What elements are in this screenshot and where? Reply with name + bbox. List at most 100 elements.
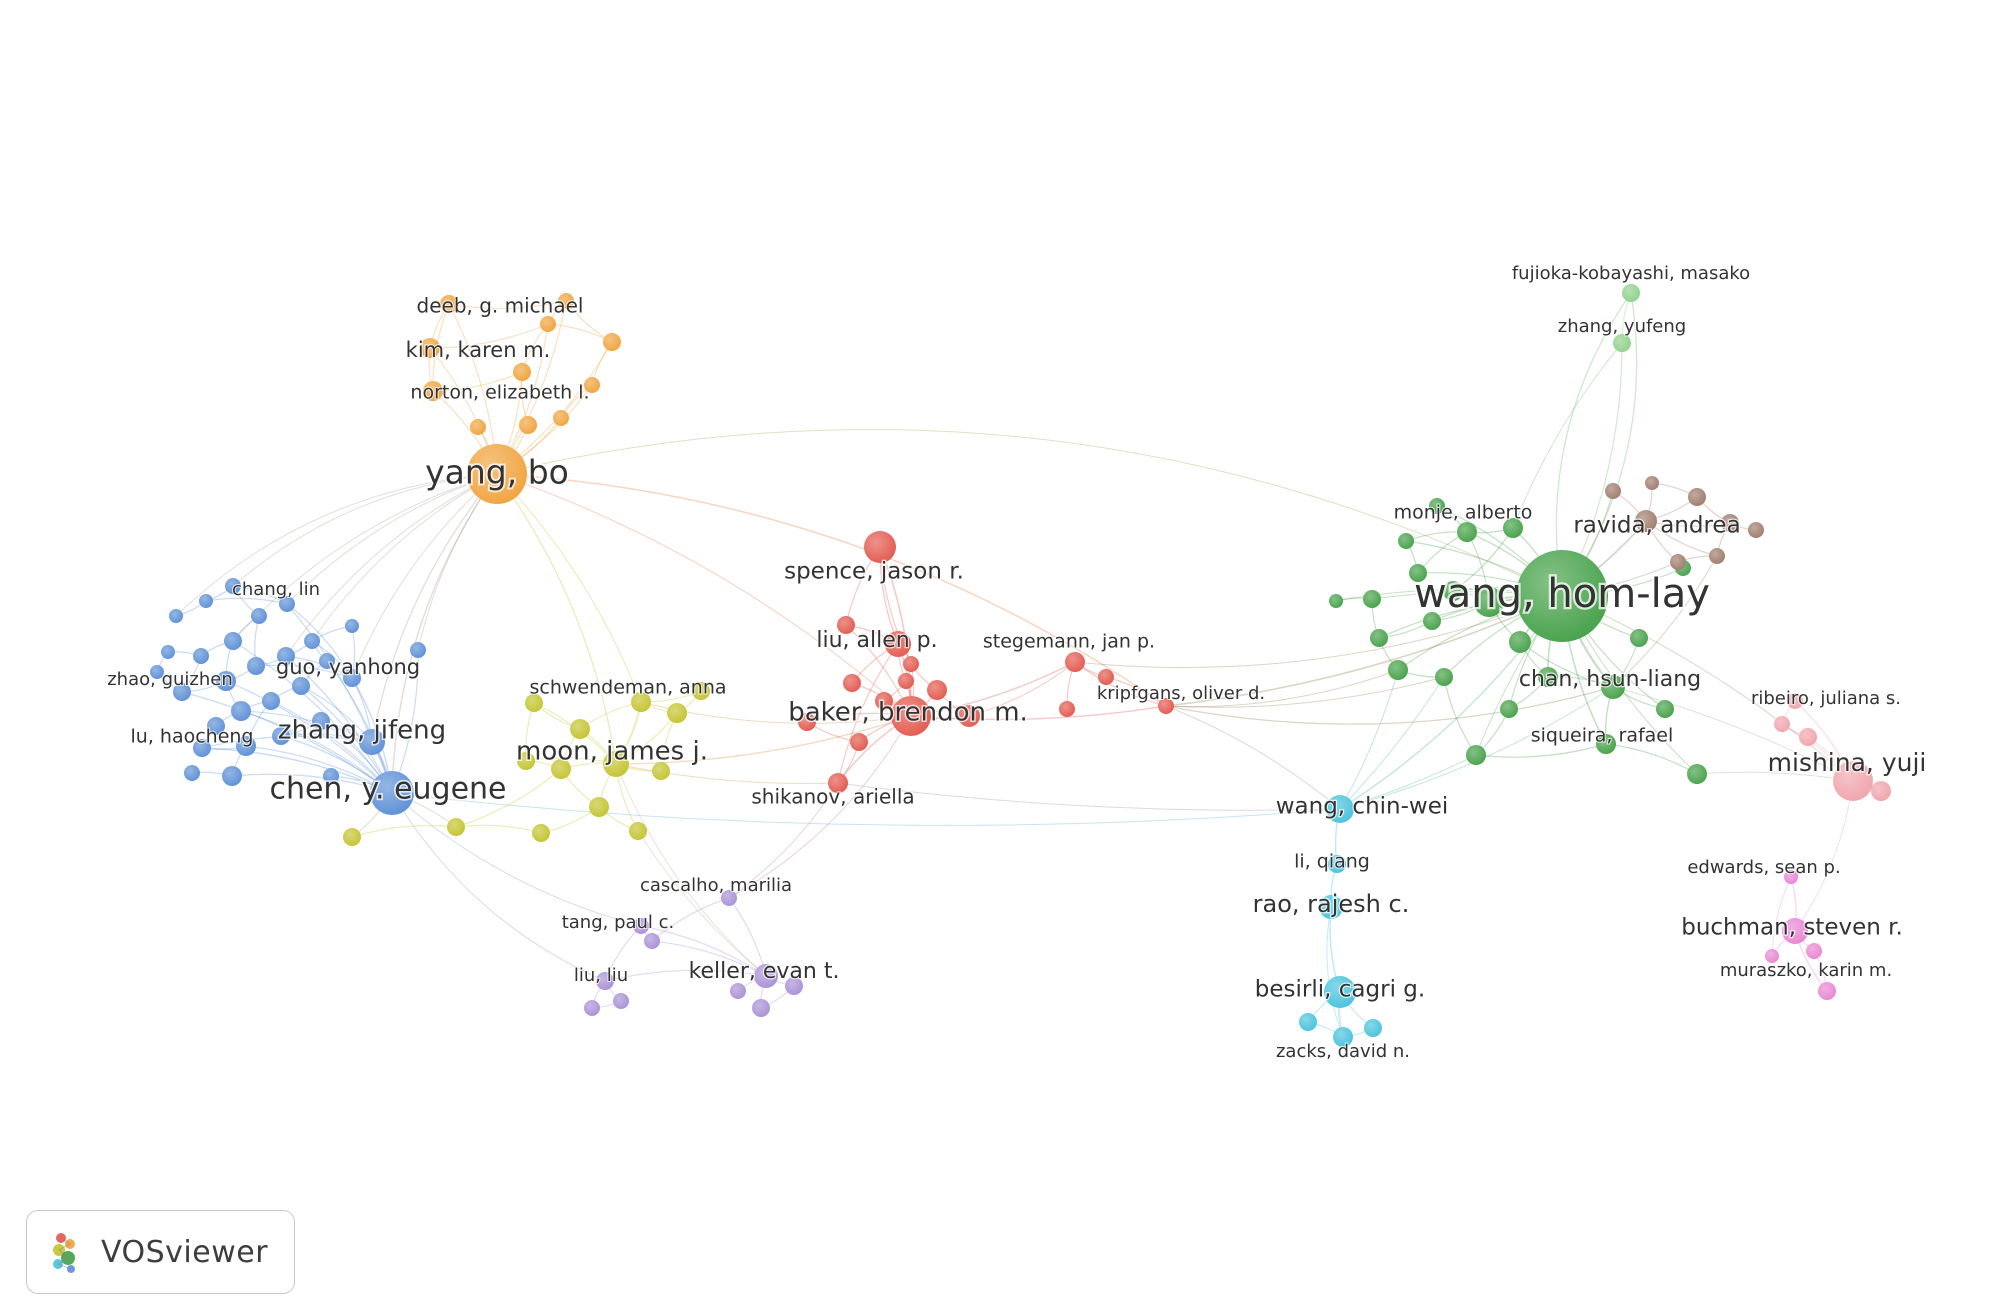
network-node[interactable] — [1370, 629, 1388, 647]
network-node[interactable] — [1363, 590, 1381, 608]
network-node[interactable] — [467, 444, 527, 504]
node-label[interactable]: siqueira, rafael — [1530, 723, 1675, 747]
network-node[interactable] — [304, 633, 320, 649]
network-node[interactable] — [958, 705, 980, 727]
network-node[interactable] — [447, 818, 465, 836]
network-node[interactable] — [1158, 698, 1174, 714]
network-node[interactable] — [525, 694, 543, 712]
network-node[interactable] — [652, 762, 670, 780]
node-label[interactable]: buchman, steven r. — [1680, 913, 1904, 942]
network-node[interactable] — [345, 619, 359, 633]
network-node[interactable] — [570, 719, 590, 739]
node-label[interactable]: chan, hsun-liang — [1518, 666, 1703, 693]
network-node[interactable] — [292, 677, 310, 695]
network-node[interactable] — [540, 316, 556, 332]
node-label[interactable]: ribeiro, juliana s. — [1750, 687, 1902, 710]
network-node[interactable] — [885, 631, 911, 657]
network-node[interactable] — [1457, 522, 1477, 542]
network-node[interactable] — [596, 972, 614, 990]
network-node[interactable] — [1324, 976, 1356, 1008]
network-node[interactable] — [1635, 510, 1657, 532]
network-node[interactable] — [1333, 1027, 1353, 1047]
node-label[interactable]: zhao, guizhen — [106, 668, 234, 691]
network-node[interactable] — [161, 645, 175, 659]
node-label[interactable]: liu, allen p. — [815, 627, 939, 654]
network-node[interactable] — [519, 416, 537, 434]
network-node[interactable] — [312, 712, 330, 730]
network-node[interactable] — [323, 768, 339, 784]
network-node[interactable] — [752, 999, 770, 1017]
network-node[interactable] — [1435, 668, 1453, 686]
network-node[interactable] — [517, 752, 535, 770]
network-node[interactable] — [927, 680, 947, 700]
network-node[interactable] — [1774, 716, 1790, 732]
network-node[interactable] — [1787, 693, 1803, 709]
network-node[interactable] — [1799, 728, 1817, 746]
network-node[interactable] — [828, 773, 848, 793]
network-node[interactable] — [1645, 476, 1659, 490]
network-node[interactable] — [1098, 669, 1114, 685]
node-label[interactable]: muraszko, karin m. — [1719, 959, 1893, 982]
network-node[interactable] — [644, 933, 660, 949]
network-node[interactable] — [1065, 652, 1085, 672]
network-node[interactable] — [1474, 587, 1504, 617]
network-node[interactable] — [603, 333, 621, 351]
network-node[interactable] — [184, 765, 200, 781]
node-label[interactable]: baker, brendon m. — [787, 696, 1030, 729]
network-node[interactable] — [553, 410, 569, 426]
network-node[interactable] — [1326, 795, 1354, 823]
network-node[interactable] — [1059, 701, 1075, 717]
network-node[interactable] — [1443, 581, 1463, 601]
network-node[interactable] — [692, 682, 710, 700]
network-node[interactable] — [222, 766, 242, 786]
network-node[interactable] — [730, 983, 746, 999]
network-node[interactable] — [423, 381, 443, 401]
network-node[interactable] — [1299, 1013, 1317, 1031]
node-label[interactable]: chang, lin — [231, 578, 321, 601]
network-node[interactable] — [633, 918, 649, 934]
network-node[interactable] — [1423, 612, 1441, 630]
node-label[interactable]: zacks, david n. — [1275, 1040, 1411, 1063]
network-node[interactable] — [629, 822, 647, 840]
network-node[interactable] — [1622, 284, 1640, 302]
node-label[interactable]: tang, paul c. — [561, 911, 676, 934]
node-label[interactable]: shikanov, ariella — [750, 783, 916, 809]
network-node[interactable] — [843, 674, 861, 692]
node-label[interactable]: moon, james j. — [515, 735, 710, 768]
network-node[interactable] — [193, 648, 209, 664]
network-node[interactable] — [667, 703, 687, 723]
network-node[interactable] — [150, 665, 164, 679]
network-node[interactable] — [169, 609, 183, 623]
node-label[interactable]: monje, alberto — [1393, 500, 1534, 524]
network-node[interactable] — [631, 692, 651, 712]
network-node[interactable] — [1709, 548, 1725, 564]
network-node[interactable] — [1516, 550, 1608, 642]
network-node[interactable] — [173, 683, 191, 701]
node-label[interactable]: wang, chin-wei — [1274, 792, 1449, 821]
network-node[interactable] — [1721, 514, 1739, 532]
network-node[interactable] — [277, 647, 295, 665]
node-label[interactable]: yang, bo — [423, 451, 570, 494]
network-node[interactable] — [1670, 554, 1686, 570]
network-node[interactable] — [1782, 918, 1808, 944]
network-node[interactable] — [1806, 943, 1822, 959]
node-label[interactable]: liu, liu — [573, 964, 629, 987]
network-node[interactable] — [864, 531, 896, 563]
node-label[interactable]: zhang, yufeng — [1557, 315, 1687, 338]
network-node[interactable] — [470, 419, 486, 435]
network-node[interactable] — [1818, 982, 1836, 1000]
node-label[interactable]: rao, rajesh c. — [1251, 889, 1410, 920]
network-node[interactable] — [1688, 488, 1706, 506]
network-node[interactable] — [532, 824, 550, 842]
network-node[interactable] — [1328, 855, 1346, 873]
network-node[interactable] — [236, 736, 256, 756]
node-label[interactable]: chen, y. eugene — [268, 770, 508, 808]
network-node[interactable] — [225, 578, 241, 594]
node-label[interactable]: edwards, sean p. — [1686, 856, 1841, 879]
network-node[interactable] — [754, 964, 778, 988]
network-node[interactable] — [216, 671, 236, 691]
node-label[interactable]: deeb, g. michael — [415, 292, 584, 318]
network-node[interactable] — [1784, 870, 1798, 884]
node-label[interactable]: lu, haocheng — [129, 724, 254, 748]
